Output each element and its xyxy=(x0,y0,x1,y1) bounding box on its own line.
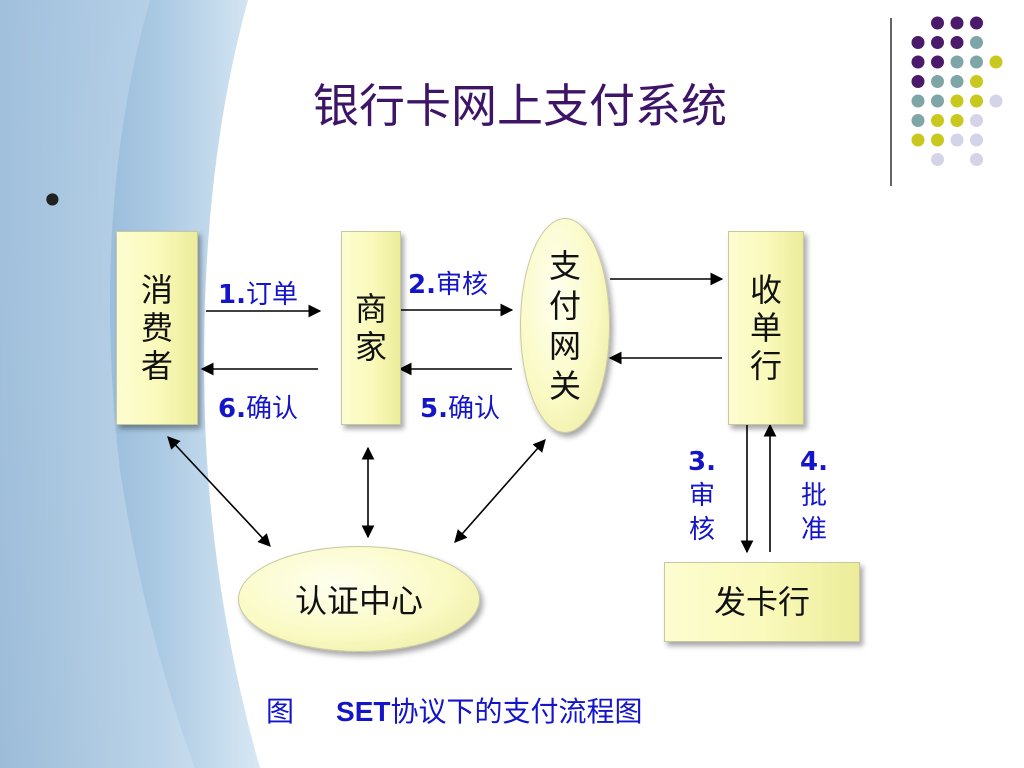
acquirer-box: 收 单 行 xyxy=(728,231,804,425)
edge-label-issuer-review-char: 核 xyxy=(688,515,715,545)
edge-label-issuer-review: 3. 审 核 xyxy=(680,445,724,547)
merchant-char: 家 xyxy=(354,328,387,366)
gateway-oval: 支 付 网 关 xyxy=(520,218,610,433)
edge-label-order-text: 订单 xyxy=(245,280,298,310)
decorative-dot xyxy=(970,55,983,69)
decorative-dot xyxy=(931,114,944,127)
edge-label-order-number: 1. xyxy=(218,280,246,310)
acquirer-char: 行 xyxy=(749,347,782,385)
decorative-dot xyxy=(950,16,964,30)
decorative-dot xyxy=(911,114,925,127)
decorative-dot xyxy=(950,75,964,88)
decorative-dot xyxy=(931,16,944,30)
decorative-dot xyxy=(931,153,944,166)
arrow-gateway-ca xyxy=(454,439,546,543)
caption-text: 协议下的支付流程图 xyxy=(390,695,643,728)
decorative-dot xyxy=(911,94,925,108)
figure-caption: 图 SET协议下的支付流程图 xyxy=(266,690,643,730)
decorative-dot xyxy=(970,16,983,30)
decorative-dot xyxy=(970,114,983,127)
gateway-char: 支 xyxy=(548,246,581,285)
edge-label-confirm-6: 6.确认 xyxy=(218,388,298,425)
left-blue-swoosh-highlight xyxy=(0,0,195,768)
edge-label-confirm-5-text: 确认 xyxy=(447,394,500,424)
gateway-char: 关 xyxy=(548,366,581,405)
decorative-dot xyxy=(931,94,944,108)
issuer-label: 发卡行 xyxy=(713,583,810,621)
edge-label-confirm-5-number: 5. xyxy=(420,394,448,424)
edge-label-issuer-review-char: 审 xyxy=(688,481,715,511)
decorative-dot xyxy=(989,55,1003,69)
acquirer-char: 收 xyxy=(749,271,782,309)
edge-label-review-text: 审核 xyxy=(435,270,488,300)
decorative-dot xyxy=(911,75,925,88)
edge-label-review-number: 2. xyxy=(408,270,436,300)
edge-label-order: 1.订单 xyxy=(218,274,298,311)
decorative-dot xyxy=(950,55,964,69)
decorative-dot xyxy=(970,153,983,166)
arrow-consumer-ca xyxy=(167,436,271,547)
consumer-char: 消 xyxy=(140,271,173,309)
ca-label: 认证中心 xyxy=(294,582,423,620)
decorative-dot xyxy=(911,55,925,69)
decorative-dot xyxy=(989,94,1003,108)
edge-label-review: 2.审核 xyxy=(408,264,488,301)
decorative-dot-grid xyxy=(911,16,1003,166)
ca-oval: 认证中心 xyxy=(238,546,480,652)
decorative-dot xyxy=(950,36,964,49)
consumer-box: 消 费 者 xyxy=(116,231,198,425)
issuer-box: 发卡行 xyxy=(664,562,860,642)
decorative-dot xyxy=(950,114,964,127)
edge-label-approve-number: 4. xyxy=(800,447,828,477)
decorative-dot xyxy=(970,75,983,88)
consumer-char: 费 xyxy=(140,309,173,347)
edge-label-approve-char: 批 xyxy=(800,481,827,511)
decorative-dot xyxy=(970,36,983,49)
bullet-point: • xyxy=(40,176,65,225)
gateway-char: 付 xyxy=(548,286,581,325)
decorative-dot xyxy=(950,94,964,108)
decorative-dot xyxy=(911,133,925,147)
decorative-dot xyxy=(931,36,944,49)
merchant-char: 商 xyxy=(354,290,387,328)
decorative-dot xyxy=(970,133,983,147)
edge-label-issuer-review-number: 3. xyxy=(688,447,716,477)
caption-figure-label: 图 xyxy=(266,695,295,728)
edge-label-confirm-5: 5.确认 xyxy=(420,388,500,425)
edge-label-confirm-6-number: 6. xyxy=(218,394,246,424)
decorative-dot xyxy=(950,133,964,147)
edge-label-approve-char: 准 xyxy=(800,515,827,545)
edge-label-approve: 4. 批 准 xyxy=(792,445,836,547)
consumer-char: 者 xyxy=(140,347,173,385)
caption-protocol-name: SET xyxy=(336,696,391,727)
acquirer-char: 单 xyxy=(749,309,782,347)
edge-label-confirm-6-text: 确认 xyxy=(245,394,298,424)
slide-title: 银行卡网上支付系统 xyxy=(313,79,727,133)
decorative-dot xyxy=(970,94,983,108)
decorative-dot xyxy=(911,36,925,49)
decorative-dot xyxy=(931,55,944,69)
decorative-dot xyxy=(931,133,944,147)
decorative-dot xyxy=(931,75,944,88)
merchant-box: 商 家 xyxy=(341,231,401,425)
gateway-char: 网 xyxy=(548,326,581,365)
arrow-connectors xyxy=(167,272,777,554)
